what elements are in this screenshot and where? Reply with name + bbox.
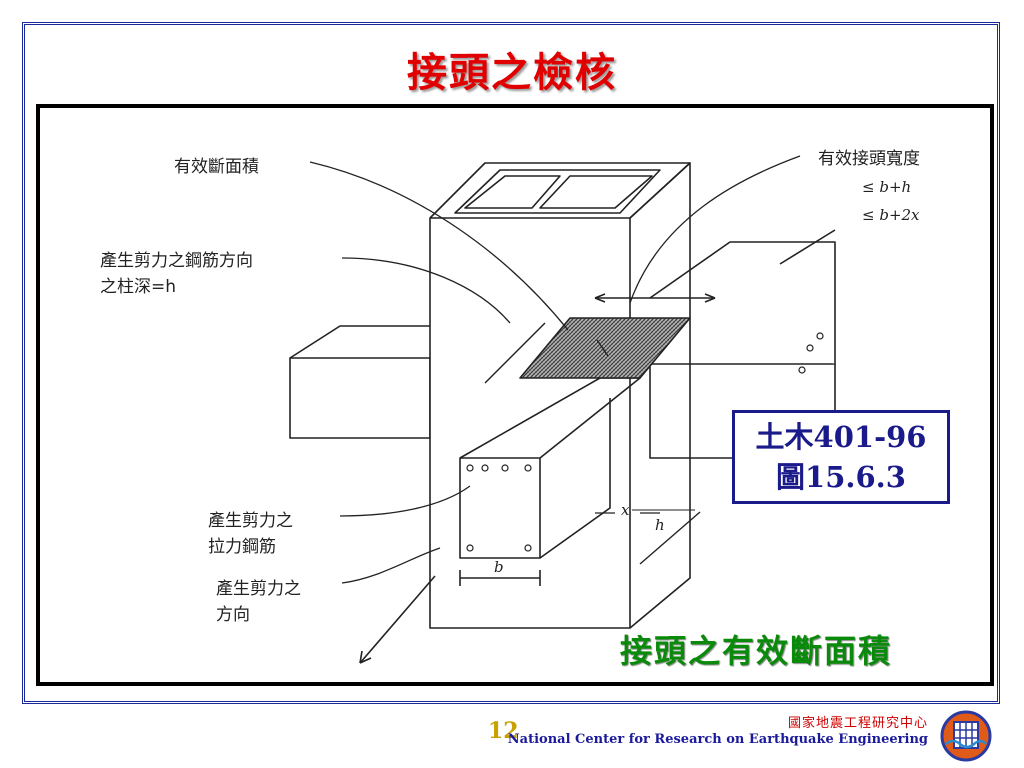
reference-line-1: 土木401-96 <box>755 420 927 454</box>
rebar-dots <box>466 332 824 552</box>
label-tension-rebar-1: 產生剪力之 <box>208 511 293 531</box>
label-width-limit-1: ≤ b+h <box>862 178 912 196</box>
page-number: 12 <box>488 718 519 744</box>
label-effective-area: 有效斷面積 <box>174 157 259 177</box>
org-name-en: National Center for Research on Earthqua… <box>507 732 928 747</box>
slide-frame <box>22 22 1000 704</box>
column <box>429 217 631 629</box>
label-effective-width: 有效接頭寬度 <box>818 149 920 169</box>
left-beam <box>289 357 431 439</box>
effective-area <box>519 317 691 379</box>
reference-box: 土木401-96 圖15.6.3 <box>732 410 950 504</box>
joint-drawing <box>289 155 836 664</box>
label-dim-x: x <box>621 501 630 519</box>
front-beam <box>459 457 541 559</box>
ncree-logo-icon <box>940 710 992 762</box>
label-shear-direction-2: 方向 <box>216 605 250 625</box>
label-tension-rebar-2: 拉力鋼筋 <box>208 537 276 557</box>
shear-direction-arrow <box>359 575 436 664</box>
joint-diagram: 有效斷面積 有效接頭寬度 ≤ b+h ≤ b+2x 產生剪力之鋼筋方向 之柱深=… <box>36 104 994 686</box>
org-name-zh: 國家地震工程研究中心 <box>787 716 928 731</box>
label-shear-rebar-direction: 產生剪力之鋼筋方向 <box>100 251 253 271</box>
label-width-limit-2: ≤ b+2x <box>862 206 920 224</box>
label-shear-direction-1: 產生剪力之 <box>216 579 301 599</box>
slide-title: 接頭之檢核 <box>407 49 617 96</box>
figure-caption: 接頭之有效斷面積 <box>620 632 893 670</box>
label-column-depth: 之柱深=h <box>100 277 177 297</box>
label-dim-h: h <box>655 516 665 534</box>
reference-line-2: 圖15.6.3 <box>776 460 906 494</box>
label-dim-b: b <box>494 558 504 576</box>
